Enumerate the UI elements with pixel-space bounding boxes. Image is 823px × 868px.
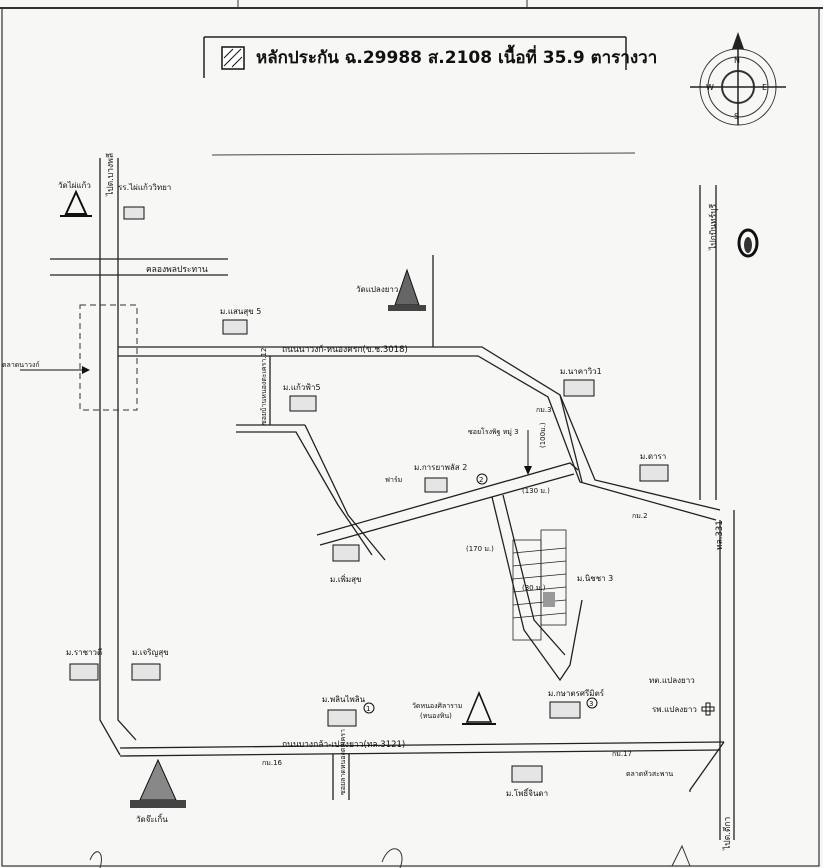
divider-line (211, 152, 636, 156)
house-icon (131, 663, 161, 681)
label-school: รร.ไผ่แก้ววิทยา (118, 183, 171, 192)
houses (69, 206, 669, 783)
label-pointer-soi: ซอยโรงพิฐ หมู่ 3 (468, 427, 519, 436)
label-canal: คลองพลประทาน (146, 265, 208, 275)
marker-1: 1 (366, 705, 370, 713)
label-km3: กม.3 (536, 406, 552, 414)
label-km16: กม.16 (262, 759, 283, 767)
title-box: หลักประกัน ฉ.29988 ส.2108 เนื้อที่ 35.9 … (203, 36, 657, 78)
label-phimsuk: ม.เพิ่มสุข (330, 573, 361, 584)
label-soi-bottom: ซอยลาดหนองตะเครา (339, 729, 347, 795)
label-dara: ม.ดารา (640, 452, 666, 461)
label-market-sub: ตลาดหัวสะพาน (626, 770, 673, 778)
label-right-road-bottom: ไปต.ตีกา (722, 817, 733, 851)
house-icon (424, 477, 448, 493)
label-right-road: ไปกบินทร์บุรี (708, 203, 719, 251)
house-icon (327, 709, 357, 727)
label-soi-vertical: (100ม.) (539, 422, 547, 448)
label-karaphat2: ม.การยาพลัส 2 (414, 463, 467, 472)
compass-rose-icon: N S E W (690, 32, 786, 126)
hospital-cross-icon (701, 702, 715, 716)
marker-3-circle (586, 697, 598, 709)
collateral-plot (543, 592, 555, 607)
compass-w: W (706, 83, 714, 92)
label-nitcha3: ม.นิชชา 3 (577, 574, 613, 583)
label-hw331: ทล.331 (715, 520, 725, 550)
ptt-logo-icon (737, 228, 759, 258)
house-icon (549, 701, 581, 719)
label-wat-plaeng-yao: วัดแปลงยาว (356, 285, 398, 294)
house-icon (69, 663, 99, 681)
label-bottom-road: ถนนบางกล้า-เปลงยาว(ทล.3121) (282, 739, 405, 750)
road-left-outer (99, 158, 121, 756)
signature-left (89, 851, 102, 868)
temple-icon-nong-sila (462, 690, 496, 725)
marker-2-circle (476, 473, 488, 485)
house-icon (511, 765, 543, 783)
house-icon (289, 395, 317, 412)
roads (50, 158, 735, 840)
label-wat-bottom-left: วัดจ๊ะเกิ้น (136, 813, 168, 824)
title-text: หลักประกัน ฉ.29988 ส.2108 เนื้อที่ 35.9 … (256, 44, 657, 68)
plot-grid (512, 529, 567, 641)
dashed-area (79, 304, 138, 411)
label-wat-nong-sila: วัดหนองศิลาราม (412, 702, 462, 710)
signature-right (671, 844, 691, 867)
page-border (1, 7, 820, 867)
label-pointer-left: ตลาดนาวงก์ (2, 361, 40, 369)
label-rp-plaeng-yao: รพ.แปลงยาว (652, 705, 697, 714)
house-icon (332, 544, 360, 562)
label-farm: ฟาร์ม (385, 476, 402, 484)
label-left-road: ไปต.บางพลี (105, 153, 116, 197)
label-wat-top-left: วัดไผ่แก้ว (58, 181, 91, 190)
label-nakha: ม.นาคาวิว1 (560, 367, 602, 376)
marker-2: 2 (479, 476, 483, 484)
label-kaewfa5: ม.แก้วฟ้า5 (283, 383, 321, 392)
label-soi-left: ซอยบ้านหนองตะเครา.12 (260, 348, 268, 425)
label-charoensuk: ม.เจริญสุข (132, 648, 169, 657)
label-kasetsirimitr: ม.กษาตรศรีมิตร์ (548, 688, 605, 698)
compass-n: N (734, 56, 740, 65)
label-dist-130: (130 ม.) (522, 487, 550, 495)
label-tam-plaeng-yao: ทต.แปลงยาว (649, 676, 695, 685)
label-phalinphailin: ม.พลินไพลิน (322, 695, 366, 704)
house-icon (222, 319, 248, 335)
hatch-legend-icon (221, 46, 245, 70)
temple-icon-bottom-left (130, 758, 186, 808)
label-km17: กม.17 (612, 750, 632, 758)
label-dist-plot: (30 ม.) (522, 584, 546, 592)
label-km2: กม.2 (632, 512, 648, 520)
road-left-inner (117, 158, 137, 741)
temple-icon-top-left (60, 189, 92, 217)
temple-icon-plaeng-yao (388, 268, 426, 311)
house-icon (563, 379, 595, 397)
compass-e: E (762, 83, 767, 92)
marker-1-circle (363, 702, 375, 714)
marker-3: 3 (589, 700, 593, 708)
signature-mid (381, 848, 403, 868)
compass-s: S (734, 112, 739, 121)
label-phrochana: ม.โพธิ์จินดา (506, 787, 548, 798)
house-icon (639, 464, 669, 482)
label-rachawadee: ม.ราชาวดี (66, 648, 102, 657)
label-wat-nong-sila-sub: (หนองหิน) (420, 712, 452, 720)
label-main-road: ถนนนาวงก์-หนองครก(ข.ช.3018) (282, 344, 408, 355)
school-icon (123, 206, 145, 220)
label-dist-170: (170 ม.) (466, 545, 494, 553)
label-saensuk5: ม.แสนสุข 5 (220, 307, 261, 316)
